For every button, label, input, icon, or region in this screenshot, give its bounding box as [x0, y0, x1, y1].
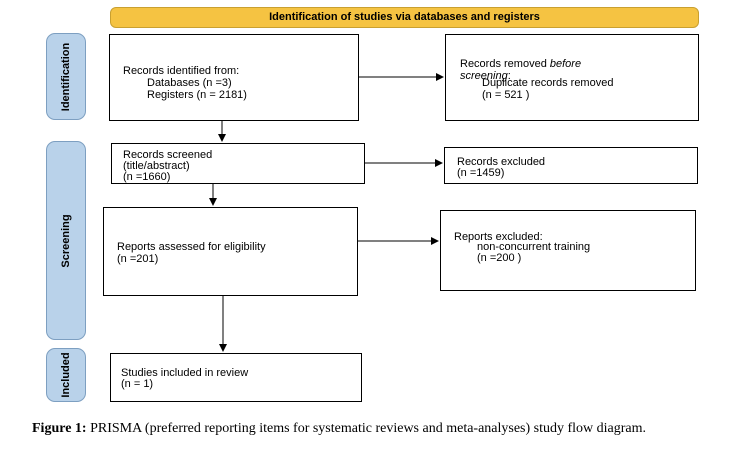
studies-included-box: Studies included in review (n = 1): [110, 353, 362, 402]
caption-text: PRISMA (preferred reporting items for sy…: [86, 421, 647, 436]
records-identified-box: Records identified from: Databases (n =3…: [109, 34, 359, 121]
reports-assessed-box: Reports assessed for eligibility (n =201…: [103, 207, 358, 296]
records-screened-line2: (title/abstract): [123, 160, 190, 172]
studies-included-line2: (n = 1): [121, 378, 154, 390]
records-removed-colon: :: [507, 70, 511, 82]
studies-included-line1: Studies included in review: [121, 367, 249, 379]
records-screened-line3: (n =1660): [123, 171, 171, 183]
records-removed-box: Records removed before screening: Duplic…: [445, 34, 699, 121]
stage-identification: Identification: [46, 33, 86, 120]
records-removed-before: before: [549, 58, 582, 70]
stage-screening: Screening: [46, 141, 86, 340]
records-screened-box: Records screened (title/abstract) (n =16…: [111, 143, 365, 184]
records-identified-line1: Records identified from:: [123, 65, 240, 77]
records-identified-line2: Databases (n =3): [147, 77, 232, 89]
records-screened-line1: Records screened: [123, 149, 213, 161]
reports-excluded-line3: (n =200 ): [477, 252, 522, 264]
records-removed-prefix: Records removed: [460, 58, 550, 70]
records-excluded-line2: (n =1459): [457, 167, 505, 179]
records-removed-line3: Duplicate records removed: [482, 77, 614, 89]
records-removed-line1: Records removed before: [460, 58, 581, 70]
reports-assessed-line2: (n =201): [117, 253, 159, 265]
reports-excluded-line1: Reports excluded:: [454, 231, 543, 243]
identification-header: Identification of studies via databases …: [110, 7, 699, 28]
reports-assessed-line1: Reports assessed for eligibility: [117, 241, 266, 253]
stage-included: Included: [46, 348, 86, 402]
records-identified-line3: Registers (n = 2181): [147, 89, 247, 101]
reports-excluded-line2: non-concurrent training: [477, 241, 591, 253]
reports-excluded-box: Reports excluded: non-concurrent trainin…: [440, 210, 696, 291]
records-removed-line2: screening:: [460, 70, 511, 82]
records-excluded-box: Records excluded (n =1459): [444, 147, 698, 184]
records-removed-line4: (n = 521 ): [482, 89, 530, 101]
records-removed-screening: screening: [460, 70, 508, 82]
figure-caption: Figure 1: PRISMA (preferred reporting it…: [32, 421, 732, 437]
records-excluded-line1: Records excluded: [457, 156, 546, 168]
caption-label: Figure 1:: [32, 421, 87, 436]
